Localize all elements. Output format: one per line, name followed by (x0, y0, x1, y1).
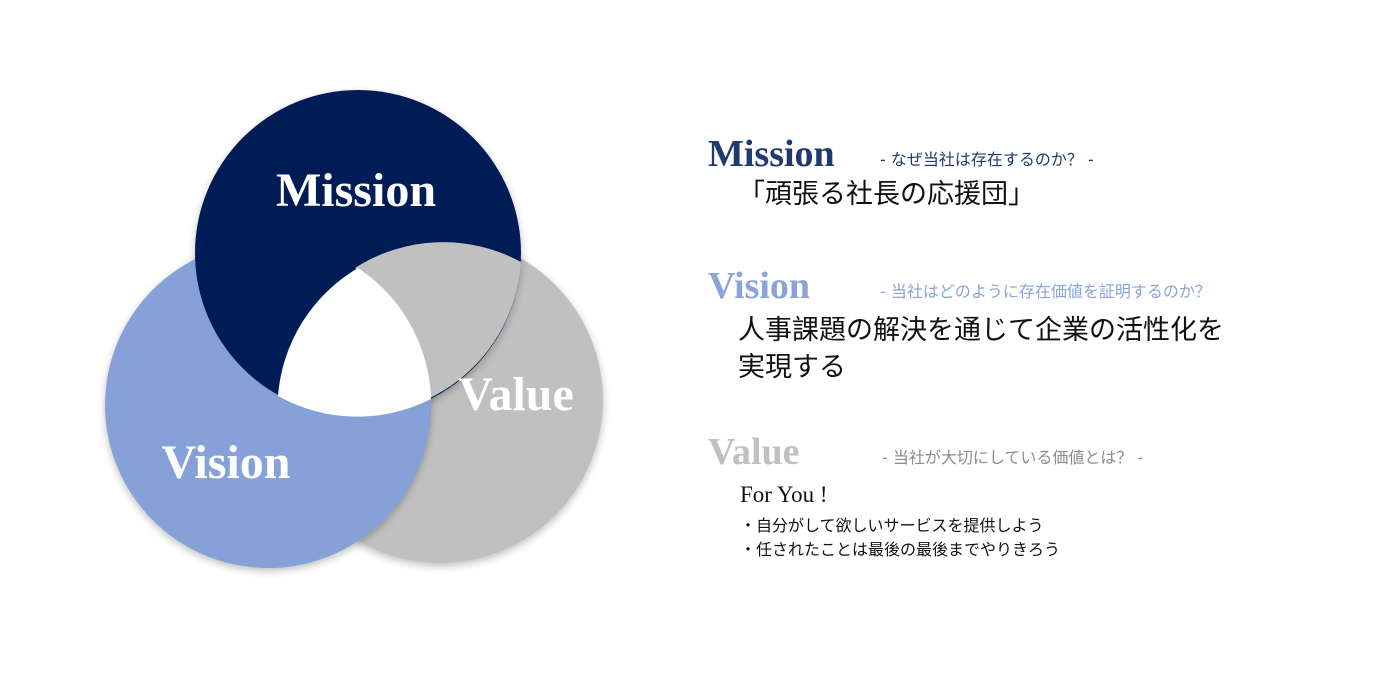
vision-section: Vision - 当社はどのように存在価値を証明するのか？ 人事課題の解決を通じ… (708, 266, 1348, 386)
mission-heading: Mission (708, 133, 835, 175)
vision-statement-line-2: 実現する (738, 352, 846, 383)
value-overlap (355, 242, 521, 398)
value-circle-label: Value (458, 368, 574, 421)
value-section: Value - 当社が大切にしている価値とは？ - For You ! 自分がし… (708, 432, 1348, 572)
mission-statement: 「頑張る社長の応援団」 (738, 179, 1035, 210)
vision-question: - 当社はどのように存在価値を証明するのか？ (880, 282, 1211, 301)
mission-question: - なぜ当社は存在するのか？ - (880, 150, 1094, 169)
value-question: - 当社が大切にしている価値とは？ - (882, 448, 1144, 467)
value-heading: Value (708, 431, 800, 473)
venn-diagram: Mission Vision Value (105, 90, 603, 568)
vision-statement-line-1: 人事課題の解決を通じて企業の活性化を (738, 315, 1224, 346)
mission-circle-label: Mission (276, 164, 436, 217)
vision-heading: Vision (708, 265, 811, 307)
value-bullet-2: 任されたことは最後の最後までやりきろう (740, 538, 1060, 562)
value-bullets: 自分がして欲しいサービスを提供しよう 任されたことは最後の最後までやりきろう (740, 514, 1060, 562)
vision-overlap (106, 260, 432, 568)
value-bullet-1: 自分がして欲しいサービスを提供しよう (740, 514, 1060, 538)
value-tagline: For You ! (740, 482, 828, 507)
center-core (278, 268, 431, 417)
vision-circle-label: Vision (162, 436, 291, 489)
mission-section: Mission - なぜ当社は存在するのか？ - 「頑張る社長の応援団」 (708, 134, 1348, 214)
